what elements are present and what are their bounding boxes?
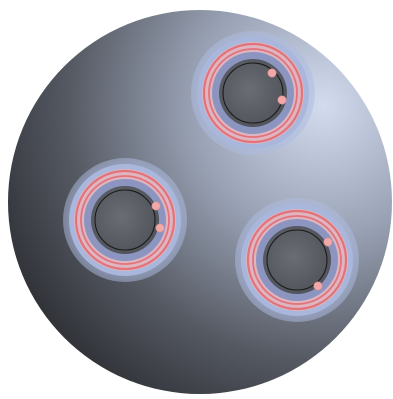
tube-top-right <box>191 31 315 155</box>
marker-dot <box>278 96 286 104</box>
tube-bottom-right <box>235 198 359 322</box>
marker-dot <box>324 238 332 246</box>
core-disk <box>219 59 287 127</box>
tube-left <box>63 158 187 282</box>
marker-dot <box>268 69 276 77</box>
marker-dot <box>156 224 164 232</box>
core-disk <box>91 186 159 254</box>
marker-dot <box>314 282 322 290</box>
marker-dot <box>152 202 160 210</box>
